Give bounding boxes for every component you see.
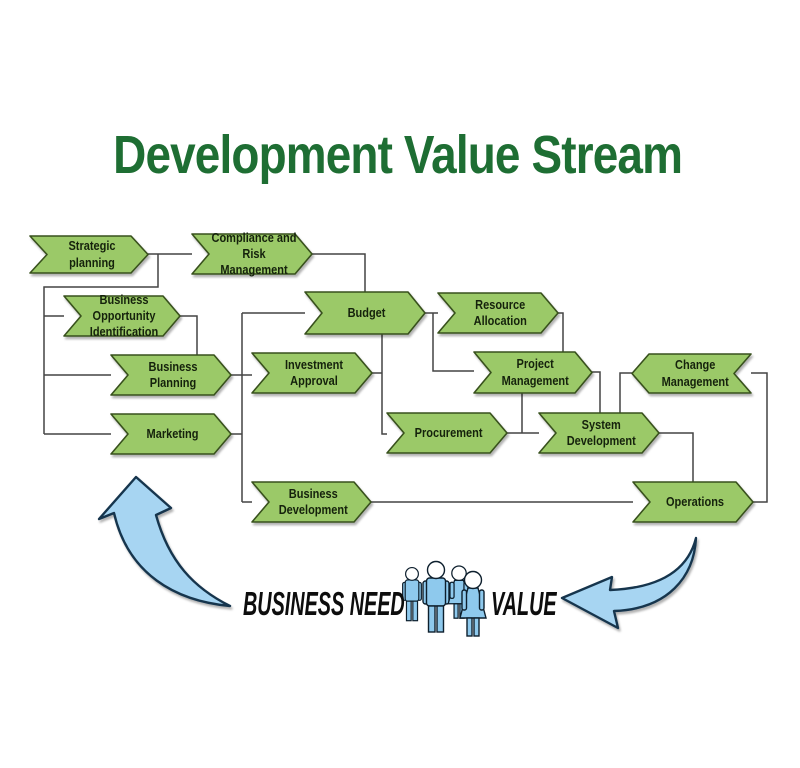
business-need-label: BUSINESS NEED (243, 585, 405, 622)
business-need-arrow-icon (97, 475, 232, 608)
shape-operations (632, 481, 754, 523)
page-title: Development Value Stream (113, 125, 683, 185)
shape-business-opportunity (63, 295, 181, 337)
shape-marketing (110, 413, 232, 455)
shape-business-planning (110, 354, 232, 396)
shape-compliance-risk (191, 233, 313, 275)
shape-system-development (538, 412, 660, 454)
value-label: VALUE (491, 585, 557, 622)
people-icon (402, 560, 487, 637)
value-arrow-icon (560, 536, 698, 630)
shape-business-development (251, 481, 372, 523)
process-box-shapes (29, 233, 754, 523)
shape-project-management (473, 351, 593, 394)
shape-procurement (386, 412, 508, 454)
shape-strategic-planning (29, 235, 149, 274)
connector-lines (43, 253, 768, 503)
shape-change-management (631, 353, 752, 394)
shape-investment-approval (251, 352, 373, 394)
shape-resource-allocation (437, 292, 559, 334)
shape-budget (304, 291, 426, 335)
